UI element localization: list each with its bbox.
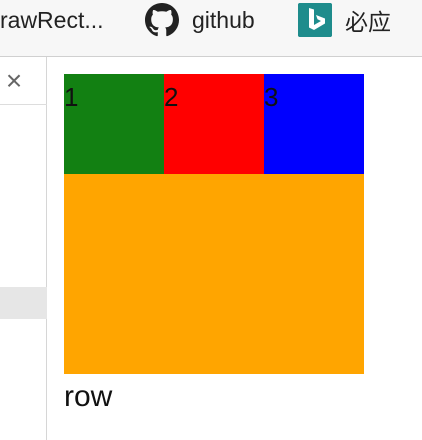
bookmark-label: 必应 [345, 9, 391, 35]
flex-item-label: 1 [64, 82, 79, 112]
bookmarks-bar: rawRect... github 必应 [0, 0, 422, 57]
close-icon[interactable]: × [5, 65, 23, 96]
bookmark-rawrect[interactable]: rawRect... [0, 0, 104, 40]
selected-row[interactable] [0, 287, 47, 319]
flex-item-label: 3 [264, 82, 279, 112]
bookmark-bing[interactable]: 必应 [298, 0, 391, 40]
flex-item-label: 2 [164, 82, 179, 112]
flex-item-1: 1 [64, 74, 164, 174]
devtools-side-panel: × [0, 57, 47, 440]
bookmark-label: github [192, 6, 255, 33]
flex-item-2: 2 [164, 74, 264, 174]
direction-caption: row [64, 380, 113, 413]
bookmark-label: rawRect... [0, 6, 104, 33]
bookmark-github[interactable]: github [145, 0, 255, 40]
github-icon [145, 3, 179, 37]
bing-icon [298, 3, 332, 37]
flex-item-3: 3 [264, 74, 364, 174]
flex-container-demo: 1 2 3 [64, 74, 364, 374]
divider [0, 104, 47, 105]
